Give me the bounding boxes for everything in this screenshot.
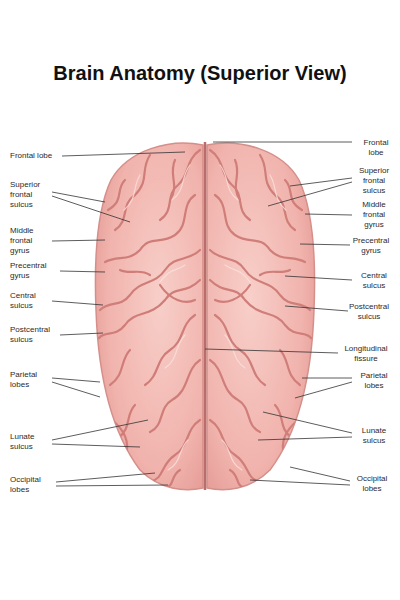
part-label: Occipital lobes xyxy=(352,474,392,494)
part-label: Frontal lobe xyxy=(10,151,70,161)
part-label: Superior frontal sulcus xyxy=(10,180,46,210)
part-label: Longitudinal fissure xyxy=(340,344,392,364)
part-label: Central sulcus xyxy=(356,271,392,291)
title: Brain Anatomy (Superior View) xyxy=(53,62,346,85)
part-label: Parietal lobes xyxy=(10,370,46,390)
part-label: Lunate sulcus xyxy=(356,426,392,446)
part-label: Precentral gyrus xyxy=(350,236,392,256)
part-label: Precentral gyrus xyxy=(10,261,56,281)
part-label: Frontal lobe xyxy=(360,138,392,158)
part-label: Parietal lobes xyxy=(356,371,392,391)
leader-lines xyxy=(52,142,352,486)
part-label: Postcentral sulcus xyxy=(346,302,392,322)
part-label: Middle frontal gyrus xyxy=(356,200,392,230)
part-label: Postcentral sulcus xyxy=(10,325,56,345)
part-label: Middle frontal gyrus xyxy=(10,226,46,256)
part-label: Central sulcus xyxy=(10,291,46,311)
part-label: Superior frontal sulcus xyxy=(356,166,392,196)
part-label: Occipital lobes xyxy=(10,475,50,495)
part-label: Lunate sulcus xyxy=(10,432,46,452)
